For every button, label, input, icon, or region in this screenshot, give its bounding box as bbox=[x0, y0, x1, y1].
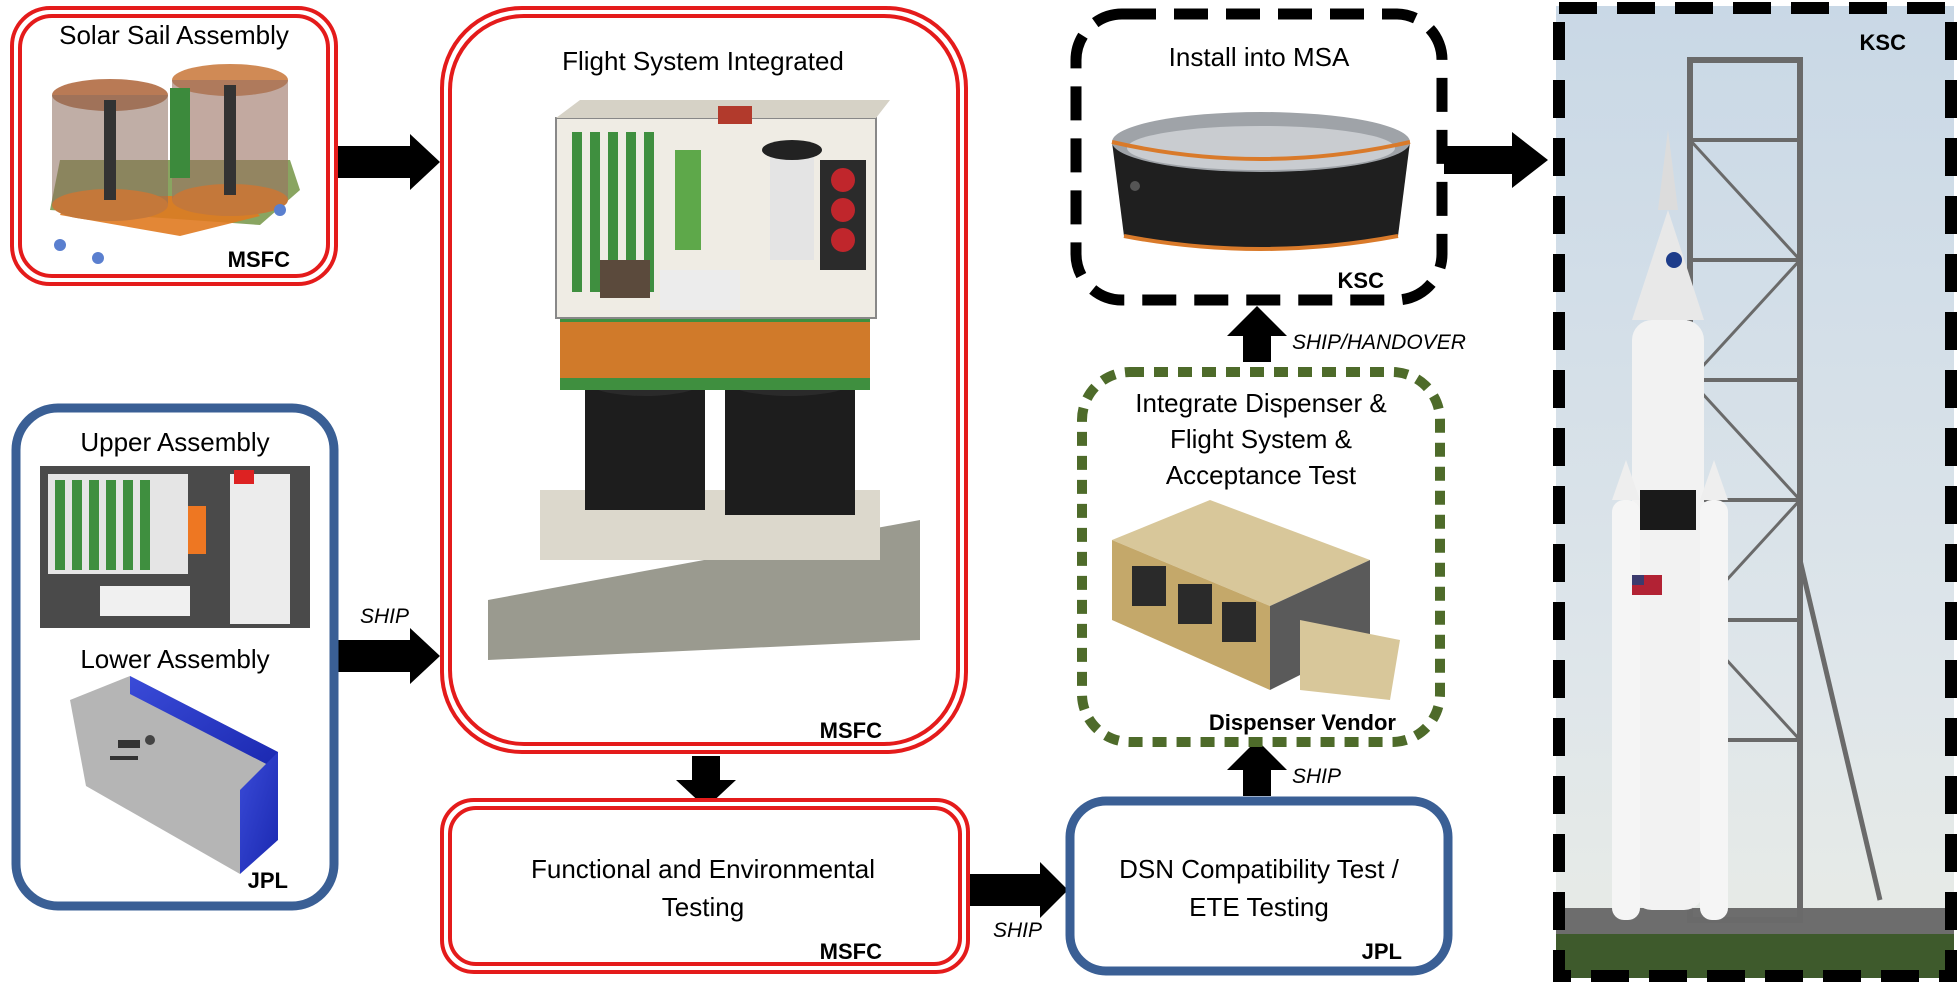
node-flight-system-integrated: Flight System Integrated bbox=[440, 6, 968, 754]
arrow-jpl-to-flight bbox=[336, 628, 440, 684]
arrow-dispenser-to-msa bbox=[1227, 306, 1287, 362]
dispenser-image bbox=[1112, 500, 1400, 700]
dispenser-line2: Flight System & bbox=[1170, 424, 1352, 454]
upper-assembly-title: Upper Assembly bbox=[80, 427, 269, 457]
edge-label-ship-jpl: SHIP bbox=[360, 605, 409, 628]
node-dispenser-integration: Integrate Dispenser & Flight System & Ac… bbox=[1077, 367, 1445, 747]
node-launch-vehicle: KSC bbox=[1553, 2, 1957, 982]
edge-label-ship-testing: SHIP bbox=[993, 919, 1042, 942]
dispenser-line3: Acceptance Test bbox=[1166, 460, 1357, 490]
edge-label-ship-dsn: SHIP bbox=[1292, 765, 1341, 788]
solar-sail-title: Solar Sail Assembly bbox=[59, 20, 289, 50]
msa-org: KSC bbox=[1338, 268, 1385, 293]
msa-image bbox=[1111, 112, 1411, 251]
msa-title: Install into MSA bbox=[1169, 42, 1350, 72]
lower-assembly-image bbox=[70, 676, 278, 874]
node-solar-sail-assembly: Solar Sail Assembly MSFC bbox=[10, 6, 338, 286]
arrow-dsn-to-dispenser bbox=[1227, 740, 1287, 796]
launch-org: KSC bbox=[1860, 30, 1907, 55]
flight-system-title: Flight System Integrated bbox=[562, 46, 844, 76]
flight-system-image bbox=[488, 100, 920, 660]
launch-vehicle-image bbox=[1556, 57, 1954, 978]
upper-lower-org: JPL bbox=[248, 868, 288, 893]
flight-system-org: MSFC bbox=[820, 718, 882, 743]
edge-label-ship-handover: SHIP/HANDOVER bbox=[1292, 331, 1466, 354]
dsn-line2: ETE Testing bbox=[1189, 892, 1329, 922]
dsn-line1: DSN Compatibility Test / bbox=[1119, 854, 1400, 884]
lower-assembly-title: Lower Assembly bbox=[80, 644, 269, 674]
arrow-msa-to-launch bbox=[1444, 132, 1548, 188]
testing-org: MSFC bbox=[820, 939, 882, 964]
upper-assembly-image bbox=[40, 466, 310, 628]
solar-sail-image bbox=[50, 64, 300, 264]
arrow-solar-to-flight bbox=[338, 134, 440, 190]
node-dsn-compatibility-test: DSN Compatibility Test / ETE Testing JPL bbox=[1065, 796, 1453, 976]
testing-line2: Testing bbox=[662, 892, 744, 922]
dispenser-org: Dispenser Vendor bbox=[1209, 710, 1397, 735]
node-functional-environmental-testing: Functional and Environmental Testing MSF… bbox=[440, 798, 970, 974]
node-install-into-msa: Install into MSA KSC bbox=[1070, 8, 1448, 306]
arrow-testing-to-dsn bbox=[968, 862, 1068, 918]
solar-sail-org: MSFC bbox=[228, 247, 290, 272]
dsn-org: JPL bbox=[1362, 939, 1402, 964]
arrow-flight-to-testing bbox=[676, 756, 736, 808]
dispenser-line1: Integrate Dispenser & bbox=[1135, 388, 1386, 418]
node-upper-lower-assembly: Upper Assembly Lower Assembly JPL bbox=[11, 403, 339, 911]
testing-line1: Functional and Environmental bbox=[531, 854, 875, 884]
